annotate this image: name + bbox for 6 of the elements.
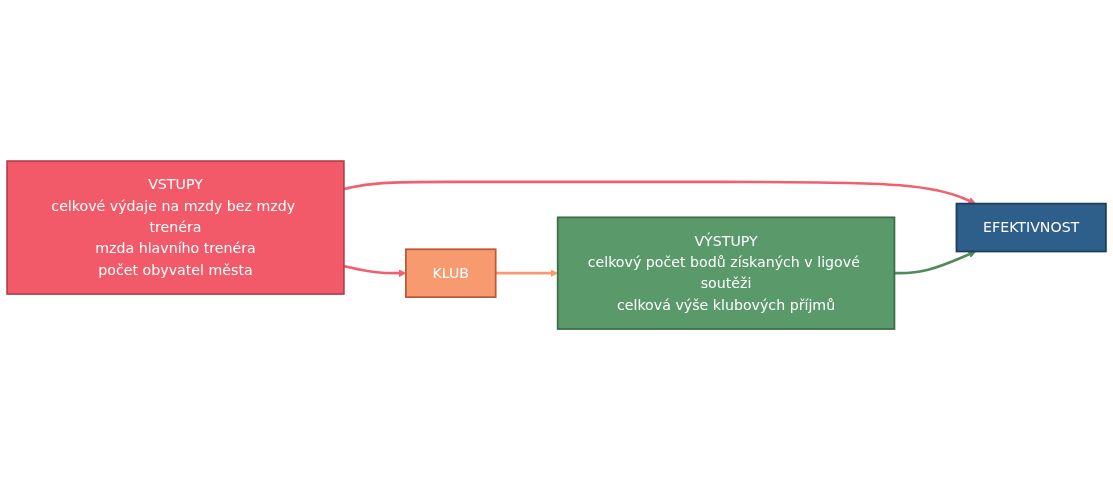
node-box: VSTUPY celkové výdaje na mzdy bez mzdy trenéra mzda hlavního trenéra počet obyvatel města [6, 160, 345, 295]
node-box: VÝSTUPY celkový počet bodů získaných v ligové soutěži celková výše klubových příjmů [556, 216, 896, 330]
arrow [894, 250, 977, 275]
node-box: KLUB [405, 248, 497, 298]
arrow [343, 180, 977, 205]
node-box: EFEKTIVNOST [955, 202, 1107, 253]
